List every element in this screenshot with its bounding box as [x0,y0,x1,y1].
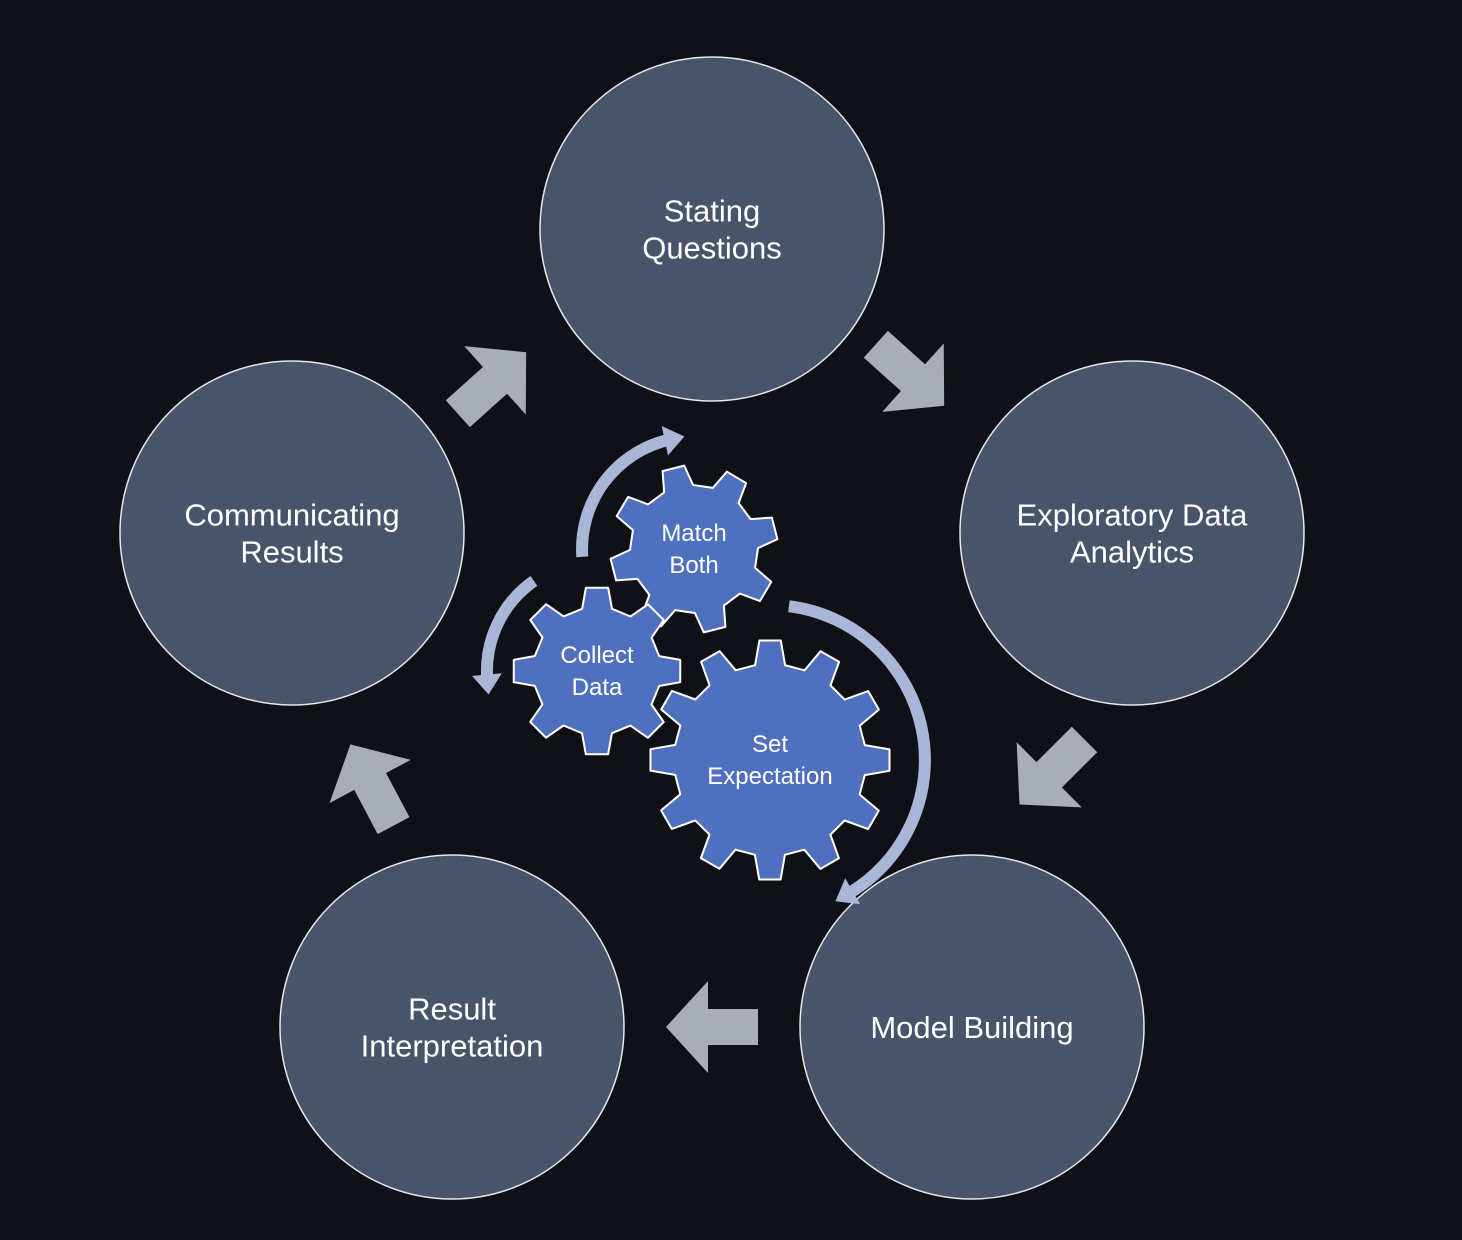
block-arrow-icon [329,744,411,835]
stage-label: Model Building [870,1010,1073,1045]
gear-label: Set [752,731,788,758]
stage-label: Questions [642,231,782,266]
stage-label: Stating [664,194,761,229]
stage-label: Exploratory Data [1017,498,1249,533]
gear-label: Expectation [707,763,832,790]
block-arrow-icon [863,330,945,412]
gear-icon [512,586,682,756]
stage-circle [539,56,885,402]
block-arrow-icon [1016,726,1098,808]
curved-arrow-head [835,878,861,905]
curved-arrow-shaft [576,433,673,558]
stage-circle [799,854,1145,1200]
gear-label: Both [669,552,718,579]
stage-circle [959,360,1305,706]
block-arrow-icon [445,346,527,428]
stage-label: Communicating [184,498,399,533]
gear-icon [609,464,779,634]
curved-arrow-shaft [480,575,538,682]
stage-label: Result [408,992,496,1027]
gear-label: Match [661,520,726,547]
gear-label: Data [572,674,623,701]
curved-arrow-shaft [788,600,931,900]
stage-label: Results [240,535,343,570]
stage-circle [279,854,625,1200]
curved-arrow-icon [472,575,538,695]
stage-model-building: Model Building [799,854,1145,1200]
stage-circle [119,360,465,706]
curved-arrow-icon [576,426,685,558]
gear-icon [649,639,891,881]
stage-label: Interpretation [361,1029,544,1064]
curved-arrow-icon [788,600,931,905]
curved-arrow-head [472,673,502,695]
block-arrow-icon [666,981,758,1073]
curved-arrow-head [661,426,685,456]
gear-label: Collect [560,642,634,669]
stage-label: Analytics [1070,535,1194,570]
